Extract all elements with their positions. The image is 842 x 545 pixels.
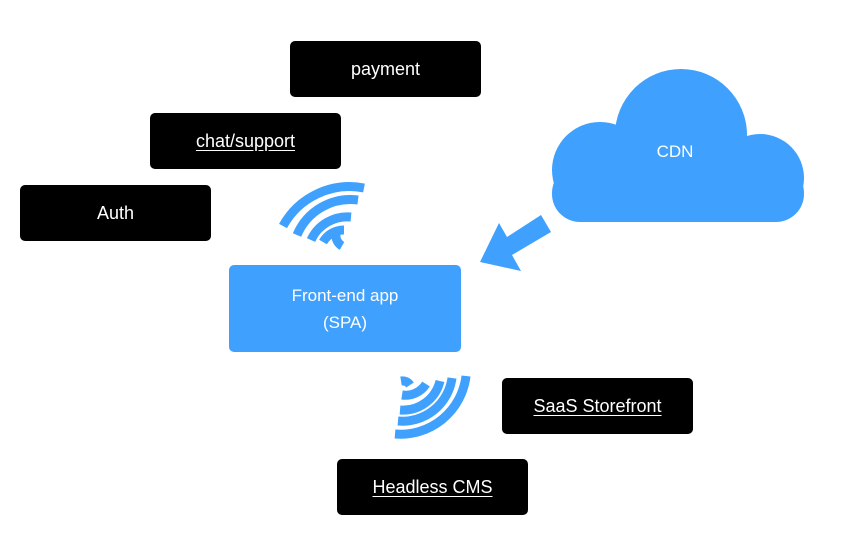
cloud-icon	[552, 69, 804, 222]
saas-storefront-node[interactable]: SaaS Storefront	[502, 378, 693, 434]
chat-support-node[interactable]: chat/support	[150, 113, 341, 169]
saas-storefront-link[interactable]: SaaS Storefront	[533, 395, 662, 416]
signal-waves-icon	[394, 375, 471, 439]
spa-node: Front-end app (SPA)	[229, 265, 461, 352]
auth-node: Auth	[20, 185, 211, 241]
payment-label: payment	[350, 58, 421, 79]
auth-label: Auth	[96, 202, 135, 223]
headless-cms-node[interactable]: Headless CMS	[337, 459, 528, 515]
cdn-label: CDN	[656, 142, 694, 161]
chat-support-link[interactable]: chat/support	[195, 130, 296, 151]
spa-title: Front-end app	[291, 285, 399, 305]
spa-subtitle: (SPA)	[322, 312, 368, 332]
payment-node: payment	[290, 41, 481, 97]
signal-waves-icon	[279, 182, 365, 250]
arrow-icon	[480, 215, 551, 271]
headless-cms-link[interactable]: Headless CMS	[372, 476, 493, 497]
